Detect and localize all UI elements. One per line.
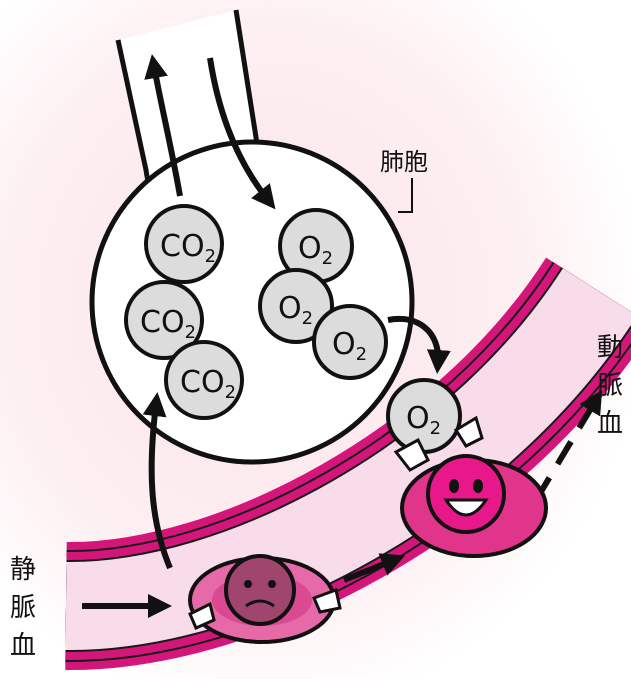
sad-face-icon (226, 556, 294, 624)
co2-molecule: CO2 (166, 342, 242, 418)
alveolus-label: 肺胞 (380, 148, 428, 176)
svg-text:脈: 脈 (597, 371, 623, 401)
arterial-blood-label: 動 脈 血 (597, 333, 623, 439)
svg-text:動: 動 (597, 333, 623, 363)
co2-molecule: CO2 (146, 206, 222, 282)
svg-text:静: 静 (10, 555, 36, 585)
svg-text:血: 血 (597, 409, 623, 439)
o2-molecule: O2 (314, 306, 386, 378)
svg-text:血: 血 (10, 631, 36, 661)
svg-text:脈: 脈 (10, 593, 36, 623)
venous-blood-label: 静 脈 血 (10, 555, 36, 661)
happy-face-icon (428, 456, 504, 532)
